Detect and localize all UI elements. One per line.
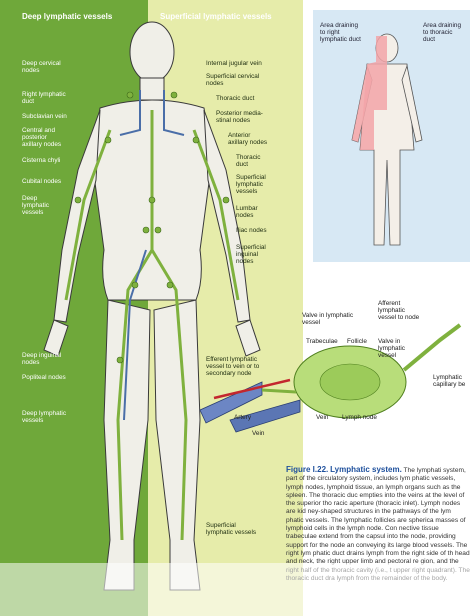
- label-internal-jugular-vein: Internal jugular vein: [206, 60, 262, 67]
- label-deep-lymphatic-vessels: Deep lymphatic vessels: [22, 195, 49, 216]
- label-valve-lymphatic-vessel: Valve in lymphatic vessel: [302, 312, 353, 326]
- label-afferent-vessel: Afferent lymphatic vessel to node: [378, 300, 419, 321]
- label-lymph-node: Lymph node: [342, 414, 377, 421]
- label-axillary-nodes: Central and posterior axillary nodes: [22, 127, 61, 148]
- label-trabeculae: Trabeculae: [306, 338, 338, 345]
- label-lymphatic-capillary: Lymphatic capillary be: [433, 374, 465, 388]
- label-valve-2: Valve in lymphatic vessel: [378, 338, 405, 359]
- label-follicle: Follicle: [347, 338, 367, 345]
- label-vein-left: Vein: [252, 430, 264, 437]
- label-iliac-nodes: Iliac nodes: [236, 227, 267, 234]
- label-thoracic-duct-2: Thoracic duct: [236, 154, 261, 168]
- label-right-lymphatic-duct: Right lymphatic duct: [22, 91, 66, 105]
- label-thoracic-duct: Thoracic duct: [216, 95, 254, 102]
- figure-title: Lymphatic system.: [330, 465, 402, 474]
- label-superficial-inguinal-nodes: Superficial inguinal nodes: [236, 244, 266, 265]
- label-popliteal-nodes: Popliteal nodes: [22, 374, 66, 381]
- label-deep-cervical-nodes: Deep cervical nodes: [22, 60, 61, 74]
- label-efferent-vessel: Efferent lymphatic vessel to vein or to …: [206, 356, 259, 377]
- label-superficial-cervical-nodes: Superficial cervical nodes: [206, 73, 259, 87]
- label-superficial-lymphatic-vessels: Superficial lymphatic vessels: [236, 174, 266, 195]
- label-lumbar-nodes: Lumbar nodes: [236, 205, 258, 219]
- label-artery: Artery: [234, 414, 251, 421]
- label-cisterna-chyli: Cisterna chyli: [22, 157, 60, 164]
- label-subclavian-vein: Subclavian vein: [22, 113, 67, 120]
- label-deep-lymphatic-vessels-leg: Deep lymphatic vessels: [22, 410, 66, 424]
- label-superficial-lymphatic-vessels-leg: Superficial lymphatic vessels: [206, 522, 256, 536]
- label-cubital-nodes: Cubital nodes: [22, 178, 61, 185]
- label-vein: Vein: [316, 414, 328, 421]
- label-deep-inguinal-nodes: Deep inguinal nodes: [22, 352, 61, 366]
- label-posterior-mediastinal-nodes: Posterior media- stinal nodes: [216, 110, 263, 124]
- inset-label-right-duct: Area draining to right lymphatic duct: [320, 22, 361, 43]
- inset-label-thoracic-duct: Area draining to thoracic duct: [423, 22, 461, 43]
- watermark-band: [0, 563, 470, 616]
- figure-number: Figure I.22.: [286, 465, 328, 474]
- label-anterior-axillary-nodes: Anterior axillary nodes: [228, 132, 267, 146]
